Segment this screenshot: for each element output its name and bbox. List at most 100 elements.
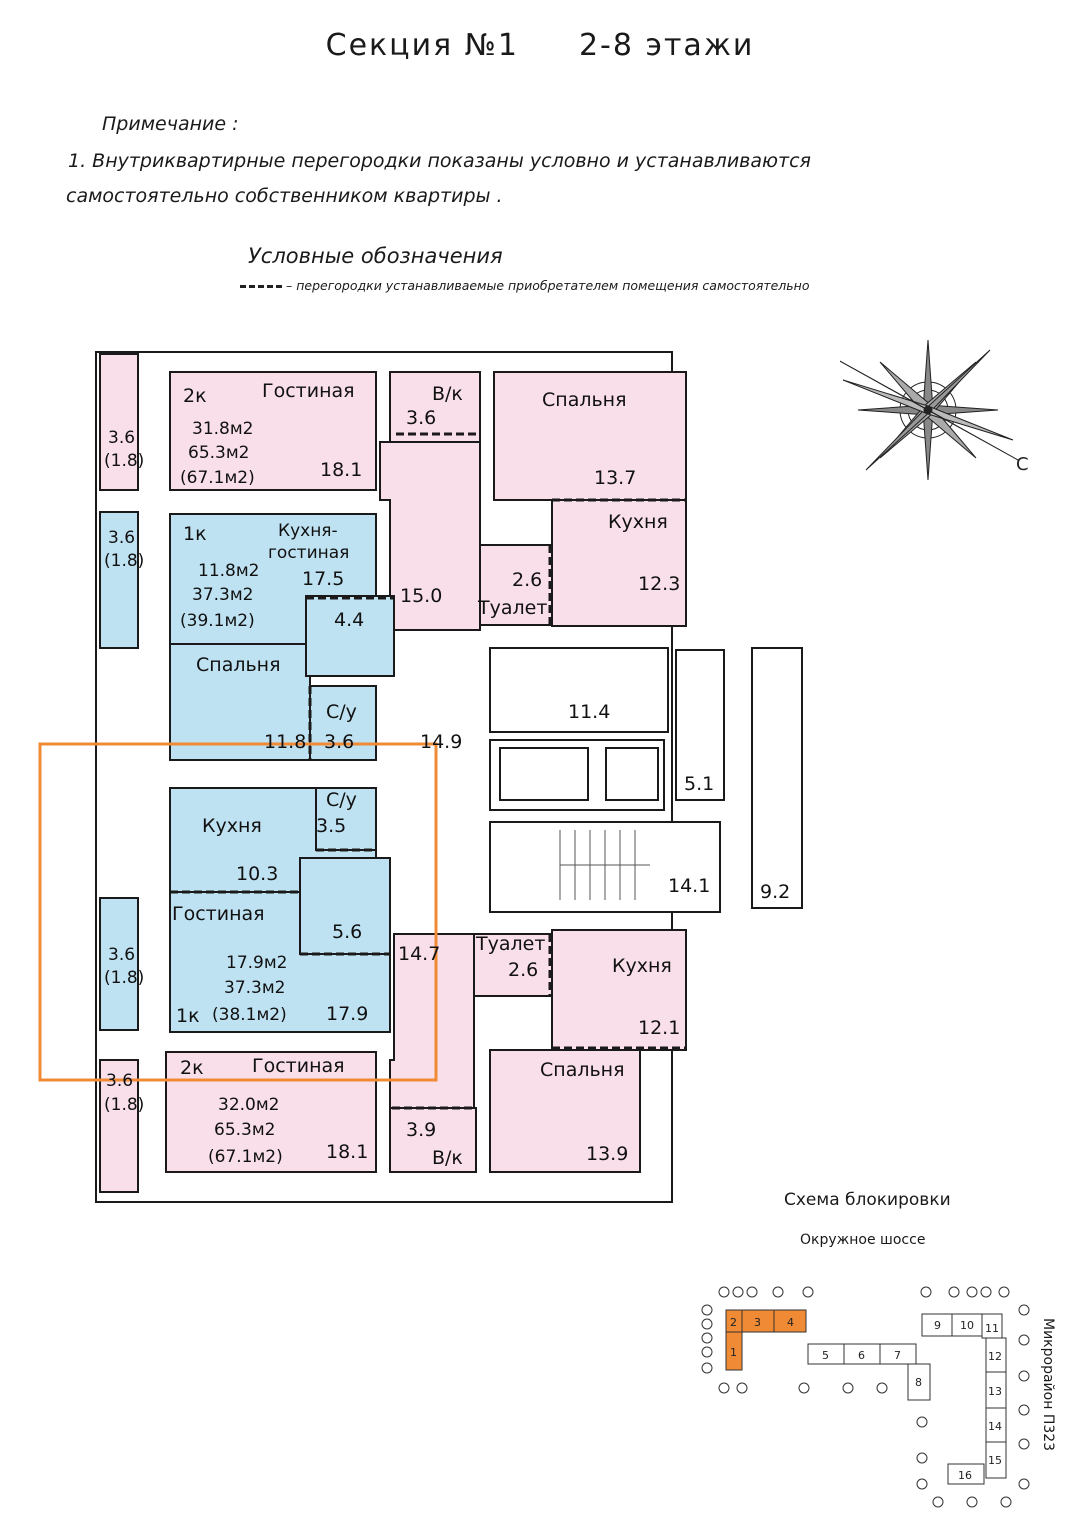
block-label-10: 10: [960, 1319, 974, 1332]
area-gostinaya-top: 18.1: [320, 459, 362, 481]
block-label-14: 14: [988, 1420, 1002, 1433]
axis-marker-icon: [701, 1332, 713, 1344]
legend-item-text: – перегородки устанавливаемые приобретат…: [286, 278, 810, 293]
block-7: [879, 1343, 917, 1365]
area-stairs: 14.1: [668, 875, 710, 897]
room-tualet-top: [479, 544, 553, 626]
apt-bottom-total: 65.3м2: [214, 1120, 276, 1140]
label-spalnya-1k: Спальня: [196, 654, 281, 676]
balcony-4-area: 3.6: [106, 1071, 133, 1091]
block-1: [725, 1331, 743, 1371]
axis-marker-icon: [718, 1382, 730, 1394]
selected-apartment-highlight[interactable]: [38, 742, 438, 1082]
block-label-2: 2: [730, 1316, 737, 1329]
axis-marker-icon: [916, 1452, 928, 1464]
block-16: [947, 1463, 985, 1485]
block-label-5: 5: [822, 1349, 829, 1362]
label-tualet-top: Туалет: [477, 597, 547, 619]
axis-marker-icon: [966, 1286, 978, 1298]
elevator-2: [605, 747, 659, 801]
room-spalnya-top: [493, 371, 687, 501]
label-kuhnya-br: Кухня: [612, 955, 672, 977]
block-label-9: 9: [934, 1319, 941, 1332]
block-label-15: 15: [988, 1454, 1002, 1467]
balcony-1k-lower: [99, 897, 139, 1031]
area-hall-1k-upper: 4.4: [334, 609, 364, 631]
room-gostinaya-top: [169, 371, 377, 491]
room-hall-1k-lower: [299, 857, 391, 955]
room-su-1k-lower: [315, 787, 377, 851]
axis-marker-icon: [920, 1286, 932, 1298]
block-scheme: 1 2 3 4 5 6 7 8 9 10 11 12 13 14 15 16: [701, 1286, 1030, 1508]
axis-marker-icon: [998, 1286, 1010, 1298]
area-spalnya-br: 13.9: [586, 1143, 628, 1165]
area-su-1k-lower: 3.5: [316, 815, 346, 837]
room-spalnya-1k: [169, 643, 311, 761]
label-gostinaya-bottom: Гостиная: [252, 1055, 345, 1077]
room-vk-bottom: [389, 1107, 477, 1173]
area-kuhnya-1k-lower: 10.3: [236, 863, 278, 885]
room-kuhnya-top: [551, 499, 687, 627]
label-kuhnya-gostinaya-2: гостиная: [268, 543, 349, 563]
axis-marker-icon: [802, 1286, 814, 1298]
room-5-1: [675, 649, 725, 801]
room-gostinaya-bottom: [165, 1051, 377, 1173]
label-kuhnya-1k-lower: Кухня: [202, 815, 262, 837]
area-vk-top: 3.6: [406, 407, 436, 429]
balcony-4-area-reduced: (1.8): [104, 1095, 144, 1115]
axis-marker-icon: [842, 1382, 854, 1394]
room-vk-top: [389, 371, 481, 443]
axis-marker-icon: [746, 1286, 758, 1298]
area-room-5-1: 5.1: [684, 773, 714, 795]
block-label-1: 1: [730, 1346, 737, 1359]
note-heading: Примечание :: [102, 113, 239, 135]
area-kuhnya-gostinaya: 17.5: [302, 568, 344, 590]
axis-marker-icon: [1018, 1370, 1030, 1382]
label-su-1k-upper: С/у: [326, 701, 357, 723]
block-label-16: 16: [958, 1469, 972, 1482]
balcony-top: [99, 353, 139, 491]
balcony-2-area-reduced: (1.8): [104, 551, 144, 571]
axis-marker-icon: [772, 1286, 784, 1298]
axis-marker-icon: [1000, 1496, 1012, 1508]
area-hall-bottom: 14.7: [398, 943, 440, 965]
label-kuhnya-gostinaya-1: Кухня-: [278, 521, 338, 541]
compass-rose-icon: С: [840, 339, 1029, 481]
dashed-line-symbol: [240, 285, 282, 288]
axis-marker-icon: [701, 1346, 713, 1358]
block-label-6: 6: [858, 1349, 865, 1362]
room-hall-1k-upper: [305, 595, 395, 677]
apt-bottom-total-balcony: (67.1м2): [208, 1147, 283, 1167]
scheme-district-label: Микрорайон П323: [1040, 1318, 1056, 1452]
balcony-1-area-reduced: (1.8): [104, 451, 144, 471]
axis-marker-icon: [1018, 1304, 1030, 1316]
block-8: [907, 1363, 931, 1401]
block-15: [985, 1441, 1007, 1479]
section-number: Секция №1: [325, 28, 519, 63]
floor-range: 2-8 этажи: [578, 28, 755, 63]
apt-1k-upper-total: 37.3м2: [192, 585, 254, 605]
block-label-8: 8: [915, 1376, 922, 1389]
room-lift-hall: [489, 647, 669, 733]
axis-marker-icon: [701, 1304, 713, 1316]
label-spalnya-tr: Спальня: [542, 389, 627, 411]
label-spalnya-br: Спальня: [540, 1059, 625, 1081]
room-spalnya-bottom: [489, 1049, 641, 1173]
scheme-title: Схема блокировки: [784, 1190, 951, 1210]
balcony-3-area: 3.6: [108, 945, 135, 965]
axis-marker-icon: [701, 1362, 713, 1374]
axis-marker-icon: [932, 1496, 944, 1508]
balcony-2-area: 3.6: [108, 528, 135, 548]
area-spalnya-tr: 13.7: [594, 467, 636, 489]
block-label-7: 7: [894, 1349, 901, 1362]
axis-marker-icon: [1018, 1438, 1030, 1450]
axis-marker-icon: [916, 1478, 928, 1490]
area-gostinaya-1k-lower: 17.9: [326, 1003, 368, 1025]
block-4: [773, 1309, 807, 1333]
area-spalnya-1k: 11.8: [264, 731, 306, 753]
axis-marker-icon: [798, 1382, 810, 1394]
legend-title: Условные обозначения: [248, 244, 503, 268]
block-label-12: 12: [988, 1350, 1002, 1363]
area-hall-1k-lower: 5.6: [332, 921, 362, 943]
